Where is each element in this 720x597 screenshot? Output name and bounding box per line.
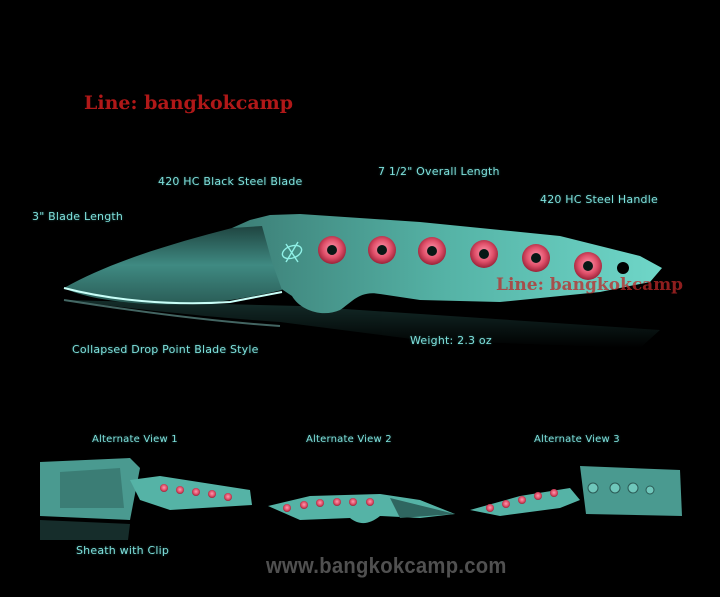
alternate-view-3-image bbox=[470, 466, 682, 516]
overall-length-label: 7 1/2" Overall Length bbox=[378, 165, 500, 178]
blade-length-label: 3" Blade Length bbox=[32, 210, 124, 223]
main-knife bbox=[63, 214, 662, 314]
main-knife-reflection bbox=[63, 299, 660, 348]
handle-material-label: 420 HC Steel Handle bbox=[540, 193, 658, 206]
alternate-view-2-label: Alternate View 2 bbox=[306, 434, 392, 445]
sheath-caption: Sheath with Clip bbox=[76, 544, 170, 557]
blade-material-label: 420 HC Black Steel Blade bbox=[158, 175, 303, 188]
handle-rivets bbox=[318, 236, 629, 280]
alternate-view-1-label: Alternate View 1 bbox=[92, 434, 178, 445]
line-id-watermark: Line: bangkokcamp bbox=[84, 92, 294, 114]
brand-logo bbox=[281, 241, 303, 263]
alternate-view-2-image bbox=[268, 494, 455, 524]
alternate-view-3-label: Alternate View 3 bbox=[534, 434, 620, 445]
blade-style-label: Collapsed Drop Point Blade Style bbox=[72, 343, 259, 356]
website-watermark: www.bangkokcamp.com bbox=[266, 553, 507, 578]
alternate-view-1-image bbox=[40, 458, 252, 540]
weight-label: Weight: 2.3 oz bbox=[410, 334, 492, 347]
line-id-watermark-overlay: Line: bangkokcamp bbox=[496, 275, 684, 295]
